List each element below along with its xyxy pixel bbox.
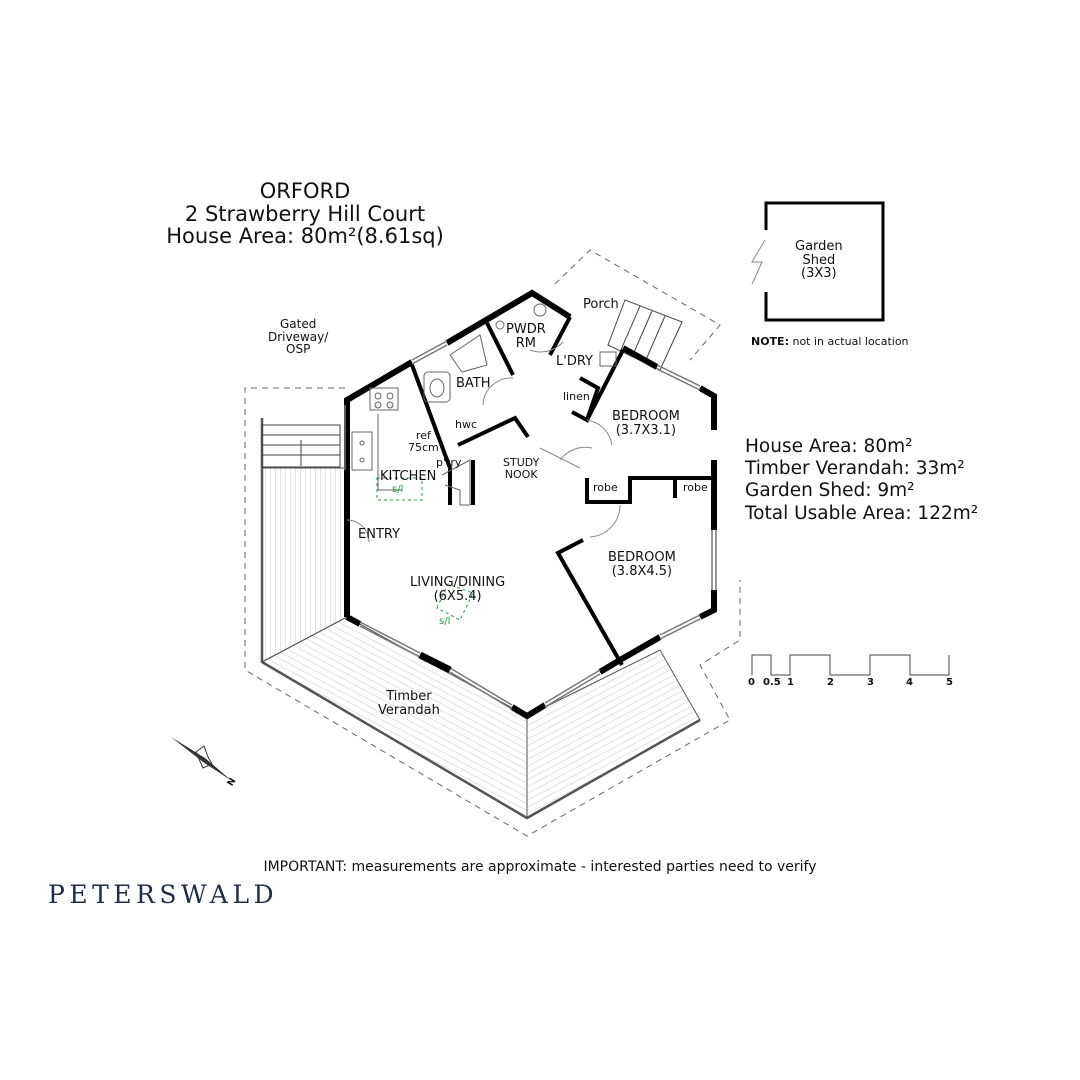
scale-bar xyxy=(751,654,950,676)
label-line: 75cm xyxy=(408,440,439,454)
label-line: OSP xyxy=(286,342,311,357)
label-line: (3X3) xyxy=(801,266,837,282)
living-skylight-label: s/l xyxy=(439,616,451,627)
label-line: (6X5.4) xyxy=(433,588,482,604)
plan-header: ORFORD 2 Strawberry Hill Court House Are… xyxy=(165,180,445,248)
area-line: Total Usable Area: 122m² xyxy=(745,502,979,524)
north-arrow-icon xyxy=(171,737,232,781)
bedroom-2-label: BEDROOM(3.8X4.5) xyxy=(608,551,676,578)
bedroom-1-label: BEDROOM(3.7X3.1) xyxy=(612,410,680,437)
entry-stairs xyxy=(261,424,341,468)
scale-tick-label: 4 xyxy=(906,677,913,688)
label-line: ref xyxy=(415,429,431,442)
porch-label: Porch xyxy=(583,297,619,312)
note-text: not in actual location xyxy=(788,335,909,348)
scale-tick-label: 5 xyxy=(946,677,953,688)
label-line: NOOK xyxy=(504,467,538,481)
scale-tick-label: 1 xyxy=(787,677,794,688)
disclaimer: IMPORTANT: measurements are approximate … xyxy=(263,859,817,875)
label-line: Timber xyxy=(386,689,432,704)
scale-tick-label: 0.5 xyxy=(763,677,781,688)
label-line: BEDROOM xyxy=(608,550,676,565)
bath-label: BATH xyxy=(456,376,491,391)
shed-note: NOTE: not in actual location xyxy=(751,335,909,348)
linen-label: linen xyxy=(563,390,590,403)
scale-tick-label: 0 xyxy=(748,677,755,688)
property-boundary xyxy=(244,249,741,837)
pantry-label: p'try xyxy=(436,456,462,469)
label-line: BEDROOM xyxy=(612,409,680,424)
label-line: LIVING/DINING xyxy=(410,575,506,590)
living-dining-label: LIVING/DINING(6X5.4) xyxy=(410,576,505,603)
fixtures xyxy=(351,303,617,506)
scale-tick-label: 3 xyxy=(867,677,874,688)
property-address: 2 Strawberry Hill Court xyxy=(184,201,426,226)
label-line: STUDY xyxy=(503,456,540,469)
area-line: Timber Verandah: 33m² xyxy=(745,458,965,480)
label-line: (3.8X4.5) xyxy=(611,563,673,579)
scale-tick-label: 2 xyxy=(827,677,834,688)
label-line: (3.7X3.1) xyxy=(615,422,677,438)
gated-driveway-label: Gated Driveway/ OSP xyxy=(268,318,328,356)
label-line: PWDR xyxy=(506,322,546,337)
garden-shed xyxy=(764,201,885,322)
label-line: RM xyxy=(515,335,536,351)
doors xyxy=(346,239,766,543)
area-line: Garden Shed: 9m² xyxy=(745,480,915,502)
skylights xyxy=(376,477,474,621)
label-line: Garden xyxy=(795,239,843,254)
kitchen-label: KITCHEN xyxy=(380,469,437,484)
label-line: Shed xyxy=(802,252,836,268)
interior-walls xyxy=(345,316,714,674)
label-line: Driveway/ xyxy=(268,329,329,344)
house-area-heading: House Area: 80m²(8.61sq) xyxy=(166,224,444,249)
timber-verandah xyxy=(260,418,701,820)
robe-label: robe xyxy=(683,481,708,494)
hwc-label: hwc xyxy=(455,418,478,431)
area-line: House Area: 80m² xyxy=(745,436,913,457)
entry-label: ENTRY xyxy=(358,527,401,542)
brand-logo: PETERSWALD xyxy=(48,880,279,909)
property-name: ORFORD xyxy=(259,179,351,203)
label-line: Verandah xyxy=(378,702,440,718)
windows xyxy=(344,340,717,710)
area-summary: House Area: 80m² Timber Verandah: 33m² G… xyxy=(745,436,978,525)
kitchen-skylight-label: s/l xyxy=(392,484,404,495)
robe-label: robe xyxy=(593,481,618,494)
note-bold: NOTE: xyxy=(751,335,789,348)
label-line: Gated xyxy=(279,317,317,331)
laundry-label: L'DRY xyxy=(556,354,593,369)
